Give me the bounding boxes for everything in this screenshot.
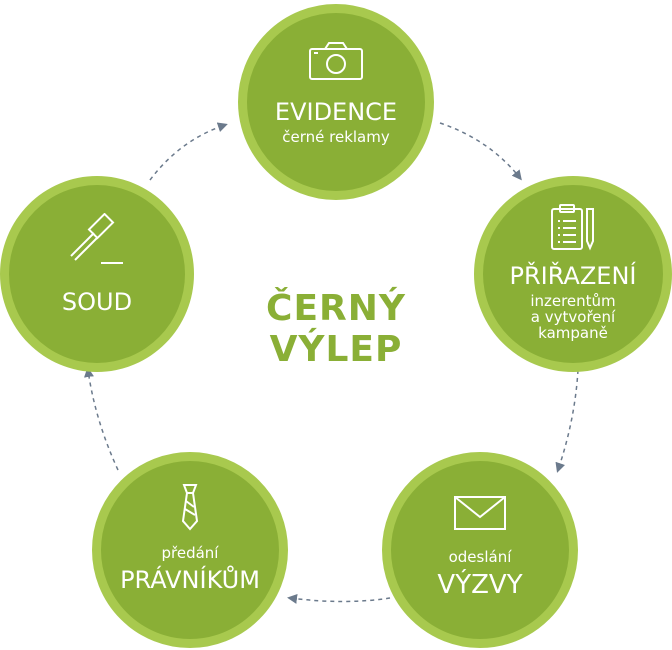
tie-icon <box>178 483 202 537</box>
vyzvy-pre: odeslání <box>448 548 512 566</box>
node-vyzvy: odeslání VÝZVY <box>382 452 578 648</box>
node-evidence: EVIDENCE černé reklamy <box>238 4 434 200</box>
soud-title: SOUD <box>61 288 133 316</box>
gavel-icon <box>65 212 129 271</box>
node-prirazeni: PŘIŘAZENÍ inzerentům a vytvoření kampaně <box>474 176 672 372</box>
arrow-prirazeni-to-vyzvy <box>555 369 579 473</box>
center-title: ČERNÝ VÝLEP <box>236 288 436 371</box>
center-title-line-1: ČERNÝ <box>266 288 406 329</box>
vyzvy-title: VÝZVY <box>437 570 523 600</box>
arrow-vyzvy-to-pravnikum <box>287 593 391 604</box>
center-title-line-2: VÝLEP <box>269 329 403 371</box>
evidence-title: EVIDENCE <box>274 98 398 126</box>
envelope-icon <box>453 495 507 535</box>
arrow-evidence-to-prirazeni <box>439 122 522 181</box>
node-pravnikum: předání PRÁVNÍKŮM <box>92 452 288 648</box>
evidence-subtitle: černé reklamy <box>282 128 390 146</box>
clipboard-pencil-icon <box>549 203 597 255</box>
prirazeni-subtitle-2: a vytvoření <box>530 308 616 326</box>
pravnikum-title: PRÁVNÍKŮM <box>120 566 260 594</box>
node-soud: SOUD <box>0 176 194 372</box>
arrow-soud-to-evidence <box>149 122 228 181</box>
arrow-pravnikum-to-soud <box>84 367 119 471</box>
prirazeni-title: PŘIŘAZENÍ <box>509 262 637 290</box>
prirazeni-subtitle-3: kampaně <box>538 324 608 342</box>
camera-icon <box>308 41 364 85</box>
pravnikum-pre: předání <box>161 544 219 562</box>
prirazeni-subtitle-1: inzerentům <box>530 292 616 310</box>
